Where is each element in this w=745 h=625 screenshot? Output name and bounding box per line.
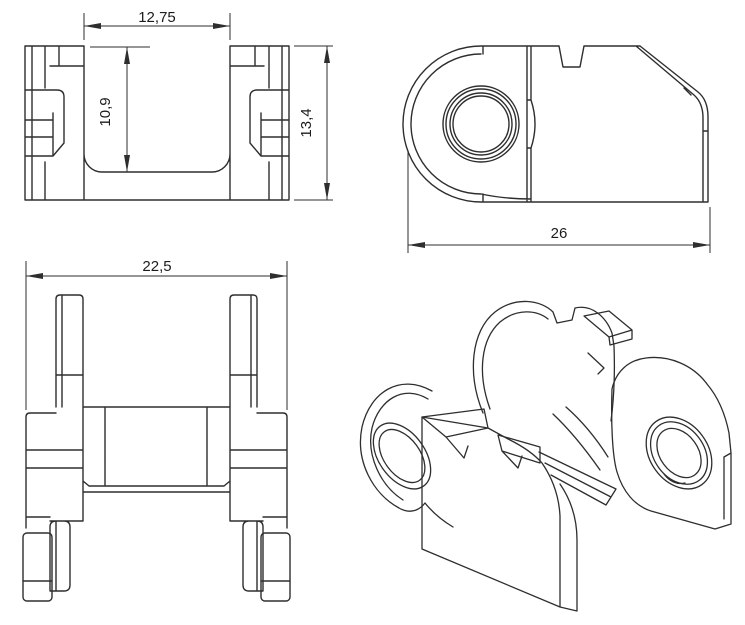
iso-left-pivot-hole	[372, 422, 432, 490]
iso-right-pivot-hole	[656, 427, 702, 479]
left-foot-outline	[22, 532, 53, 602]
arrowheads	[324, 46, 330, 200]
dimension-lines	[90, 46, 150, 172]
dimension-front-inner-depth: 10,9	[90, 46, 150, 172]
dimension-side-length: 26	[407, 150, 711, 253]
iso-right-hole-depth-edge	[663, 473, 686, 485]
iso-right-plate	[611, 356, 732, 530]
side-view-part-outline	[402, 45, 709, 203]
iso-mid-latch-tab	[497, 434, 541, 469]
right-foot-outline	[260, 532, 291, 602]
iso-left-pivot-hole	[378, 428, 426, 484]
dimension-front-height: 13,4	[294, 45, 333, 201]
dimension-lines	[294, 45, 333, 201]
top-view-part-outline	[22, 294, 291, 592]
iso-crossbar	[538, 451, 617, 506]
iso-rear-plate	[472, 300, 616, 422]
dimension-label-top-width: 22,5	[142, 258, 171, 275]
dimension-lines	[407, 150, 711, 253]
side-view: 26	[402, 45, 711, 253]
front-view: 12,75 10,9 13,4	[24, 9, 333, 201]
top-view: 22,5	[22, 258, 291, 602]
iso-left-plate	[359, 383, 578, 612]
dimension-label-front-top-width: 12,75	[138, 9, 176, 26]
isometric-view	[359, 300, 732, 612]
iso-rear-latch-tab	[583, 310, 633, 375]
dimension-top-width: 22,5	[25, 258, 288, 410]
iso-right-pivot-boss	[645, 416, 713, 490]
pivot-hole-circle	[452, 95, 510, 153]
dimension-lines	[25, 261, 288, 410]
pivot-hole-circle	[449, 92, 513, 156]
pivot-bore-circle	[442, 85, 520, 163]
dimension-label-front-inner-depth: 10,9	[97, 97, 114, 126]
pivot-bore-circle	[445, 88, 517, 160]
dimension-label-front-height: 13,4	[298, 108, 315, 137]
front-view-part-outline	[24, 45, 290, 201]
iso-right-pivot-boss	[649, 421, 709, 485]
iso-upper-rail	[552, 406, 609, 471]
dimension-lines	[83, 13, 231, 40]
iso-left-latch-tab	[421, 408, 489, 459]
dimension-front-top-width: 12,75	[83, 9, 231, 40]
arrowheads	[84, 23, 230, 29]
dimension-label-side-length: 26	[551, 225, 568, 242]
